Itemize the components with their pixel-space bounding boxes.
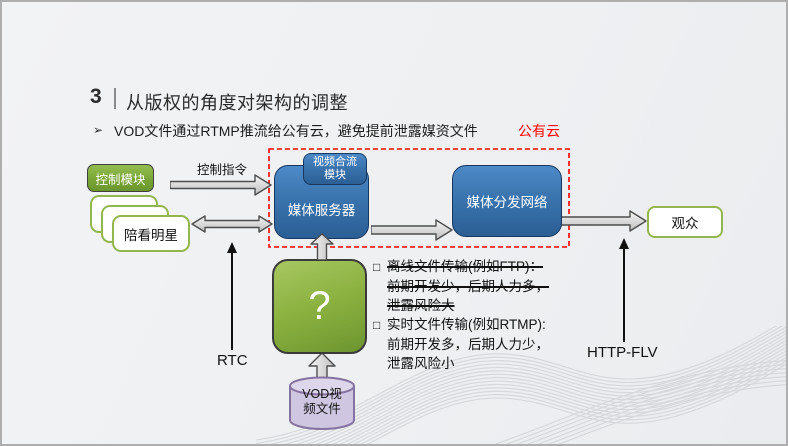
public-cloud-dashed-boundary (268, 148, 570, 248)
offline-transfer-line2: 前期开发少，后期人力多， (387, 279, 549, 294)
http-flv-arrow (619, 238, 629, 342)
video-mix-line1: 视频合流 (313, 156, 357, 168)
title-separator (114, 88, 116, 109)
video-mix-line2: 模块 (324, 169, 346, 181)
realtime-transfer-line3: 泄露风险小 (387, 356, 455, 371)
control-module-box: 控制模块 (87, 164, 154, 192)
vod-file-cylinder (289, 376, 355, 430)
square-bullet-icon: □ (373, 318, 381, 332)
rtc-arrow (227, 242, 237, 350)
realtime-transfer-line1: □ 实时文件传输(例如RTMP): (373, 315, 549, 335)
audience-box: 观众 (647, 206, 723, 238)
server-to-distribution-arrow (371, 219, 453, 241)
http-flv-label: HTTP-FLV (587, 344, 658, 361)
control-command-arrow (170, 174, 272, 196)
offline-transfer-line3: 泄露风险大 (387, 298, 455, 313)
video-mix-module-box: 视频合流 模块 (303, 153, 367, 185)
vod-file-label: VOD视 频文件 (289, 387, 355, 417)
vod-to-question-arrow (308, 352, 336, 390)
vod-file-line1: VOD视 (302, 387, 342, 401)
public-cloud-label: 公有云 (518, 123, 560, 139)
rtc-double-arrow (191, 215, 273, 233)
companion-star-label: 陪看明星 (124, 227, 178, 243)
audience-label: 观众 (671, 216, 699, 231)
media-distribution-box: 媒体分发网络 (452, 165, 562, 237)
question-mark-label: ? (308, 284, 331, 328)
vod-file-line2: 频文件 (303, 402, 341, 416)
control-module-label: 控制模块 (95, 172, 146, 187)
bullet-text: VOD文件通过RTMP推流给公有云，避免提前泄露媒资文件 (114, 123, 478, 139)
companion-star-card: 陪看明星 (112, 215, 190, 252)
realtime-transfer-title: 实时文件传输(例如RTMP): (387, 317, 546, 332)
offline-transfer-line1: □ 离线文件传输(例如FTP)： (373, 257, 549, 277)
offline-transfer-title: 离线文件传输(例如FTP)： (387, 259, 543, 274)
realtime-transfer-line2: 前期开发多，后期人力少， (387, 337, 549, 352)
svg-defs (2, 2, 3, 3)
unknown-component-box: ? (272, 259, 367, 354)
control-command-label: 控制指令 (196, 163, 247, 177)
rtc-label: RTC (217, 352, 248, 369)
distribution-to-audience-arrow (561, 210, 647, 232)
arrow-bullet-icon: ➢ (93, 123, 104, 137)
slide-number: 3 (90, 85, 102, 108)
media-server-label: 媒体服务器 (287, 203, 356, 218)
question-to-server-arrow (310, 233, 334, 260)
media-distribution-label: 媒体分发网络 (466, 195, 548, 210)
transfer-notes: □ 离线文件传输(例如FTP)： 前期开发少，后期人力多， 泄露风险大 □ 实时文件… (373, 257, 549, 373)
square-bullet-icon: □ (373, 260, 381, 274)
page-title: 从版权的角度对架构的调整 (126, 93, 348, 113)
